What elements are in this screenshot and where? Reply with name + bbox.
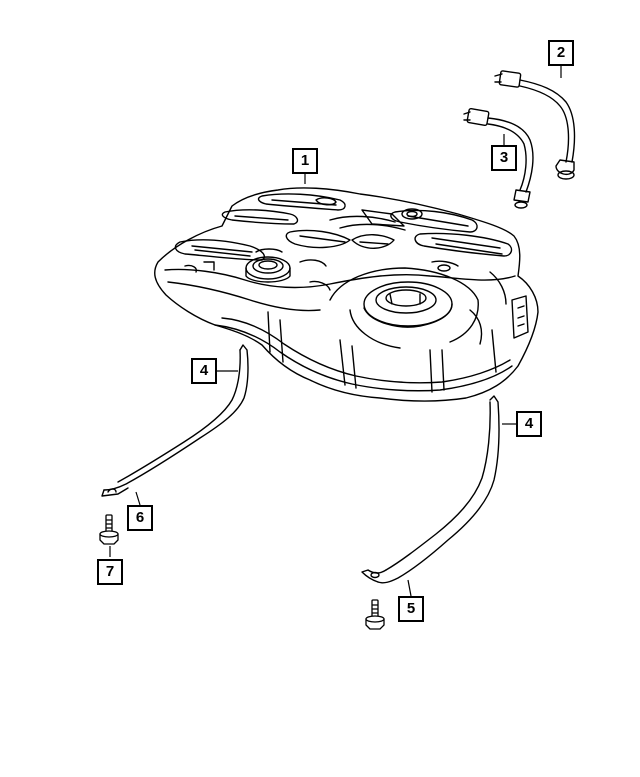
bolt-part-5 (365, 599, 385, 630)
callout-6: 6 (127, 505, 153, 531)
callout-4-left: 4 (191, 358, 217, 384)
hose-part-3 (463, 107, 534, 209)
callout-5: 5 (398, 596, 424, 622)
callout-3: 3 (491, 145, 517, 171)
bolt-part-7 (99, 514, 119, 545)
leader-line-6 (135, 491, 141, 506)
leader-line-5 (407, 579, 412, 597)
callout-2: 2 (548, 40, 574, 66)
fuel-tank (154, 187, 539, 402)
callout-1: 1 (292, 148, 318, 174)
hose-part-2 (494, 70, 576, 180)
strap-part-5 (361, 395, 500, 584)
callout-7: 7 (97, 559, 123, 585)
leader-lines (109, 66, 562, 597)
callout-4-right: 4 (516, 411, 542, 437)
strap-part-6 (101, 344, 249, 497)
